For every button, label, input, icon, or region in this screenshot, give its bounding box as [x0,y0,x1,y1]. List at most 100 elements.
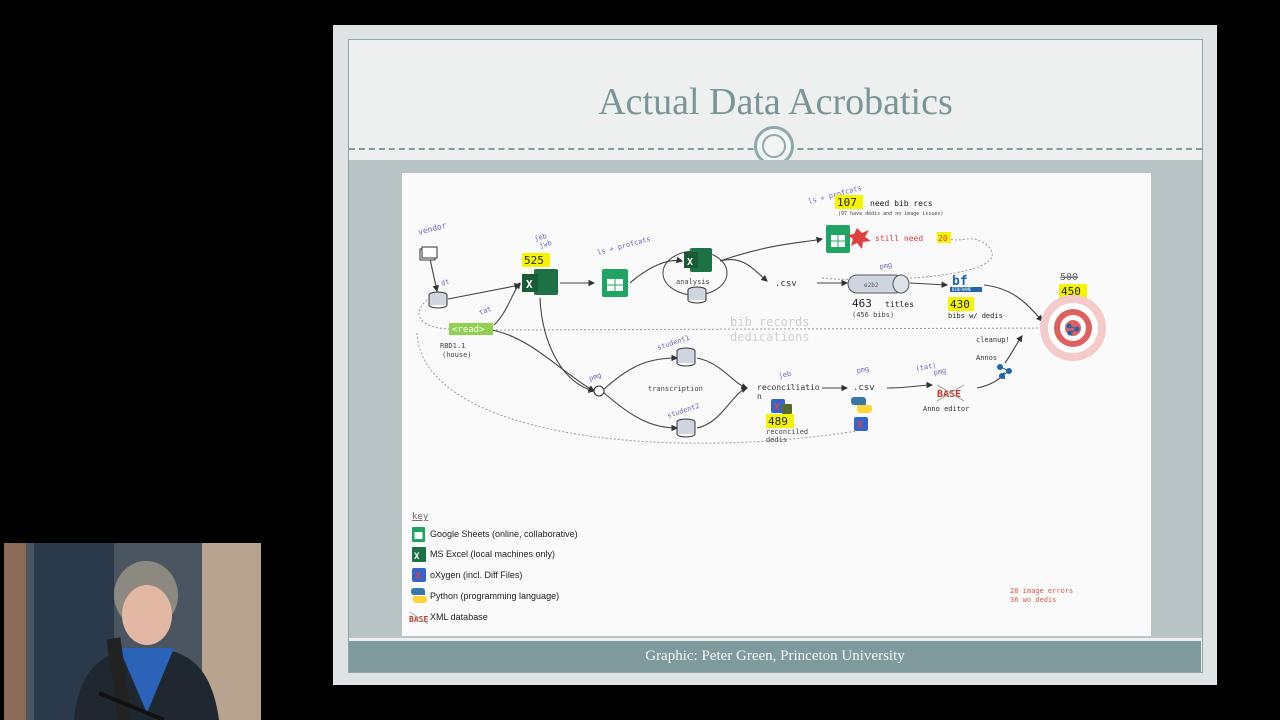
speaker-webcam [4,543,261,720]
need-bib-recs-label: need bib recs [870,199,933,208]
key-item-sheets: Google Sheets (online, collaborative) [412,527,578,542]
svg-text:X: X [774,402,780,413]
annos-label: Annos [976,354,997,362]
highlight-430 [948,297,974,311]
key-item-excel: X MS Excel (local machines only) [412,547,555,562]
database-icon [428,291,448,309]
speaker-face [122,585,172,645]
cleanup-label: cleanup! [976,336,1010,344]
count-525: 525 [524,254,544,267]
google-sheets-icon [412,527,425,542]
count-430: 430 [950,298,970,311]
pmg-label-4: pmg [933,367,947,377]
ls-profcats-label-1: ls + profcats [596,235,651,257]
highlight-489 [766,414,794,428]
tat-label: tat [478,305,493,317]
python-icon [411,588,427,603]
oxygen-icon: X [771,399,792,414]
flow-arrows [429,236,1043,432]
read-box [449,323,493,335]
bibs-456-label: (456 bibs) [852,311,894,319]
dedications-label: dedications [730,330,809,344]
basex-icon: BASE [409,611,428,625]
highlight-450 [1059,284,1087,298]
image-errors-label: 28 image errors [1010,587,1073,595]
svg-text:BASE: BASE [937,389,961,400]
transcription-label: transcription [648,385,703,393]
csv-label-2: .csv [853,383,875,393]
key-item-oxygen: X oXygen (incl. Diff Files) [412,568,522,582]
svg-text:X: X [414,552,420,562]
svg-text:MS Excel (local machines only): MS Excel (local machines only) [430,549,555,559]
dt-label: dt [440,277,451,287]
svg-text:BASE: BASE [409,615,428,624]
database-icon [676,418,696,438]
still-need-label: still need [875,234,923,243]
tat-paren-label: (tat) [915,361,937,373]
highlight-20 [937,232,951,243]
count-463: 463 [852,297,872,310]
dotted-connectors [416,238,1053,444]
slide-footer: Graphic: Peter Green, Princeton Universi… [349,641,1201,672]
pmg-label-3: pmg [856,365,870,375]
count-489: 489 [768,415,788,428]
bibs-w-dedis-label: bibs w/ dedis [948,312,1003,320]
svg-text:Python (programming language): Python (programming language) [430,591,559,601]
count-450: 450 [1061,285,1081,298]
basex-icon: BASE [936,384,965,402]
svg-text:BIBFRAME: BIBFRAME [952,287,972,292]
target-icon [1040,295,1106,361]
anno-editor-label: Anno editor [923,405,969,413]
svg-text:X: X [526,278,533,291]
student2-label: student2 [666,402,701,420]
svg-text:X: X [415,571,421,582]
analysis-label: analysis [676,278,710,286]
graph-node-icon [997,364,1012,379]
speaker-shirt [119,648,174,713]
svg-text:X: X [857,420,863,431]
svg-text:Google Sheets (online, collabo: Google Sheets (online, collaborative) [430,529,578,539]
bibframe-icon: bf BIBFRAME [950,274,982,292]
vendor-label: vendor [417,221,447,237]
junction-node [593,385,605,397]
oxygen-icon: X [412,568,426,582]
ms-excel-icon: X [684,248,712,272]
ms-excel-icon: X [522,269,558,295]
key-heading: key [412,512,429,522]
jeb-jwb-label: jebjwb [533,231,552,251]
alert-burst-icon [847,228,871,249]
highlight-107 [835,195,863,209]
count-20: 20 [938,234,948,243]
pmg-label-1: pmg [879,261,893,271]
read-box-label: <read> [452,325,485,335]
wo-dedis-label: 36 wo dedis [1010,596,1056,604]
svg-text:bf: bf [952,274,968,289]
workflow-diagram: vendor dt tat <read> RBD1.1(house) jebjw… [402,173,1151,636]
ring-ornament-icon [754,126,794,166]
rbd-label: RBD1.1(house) [440,342,472,359]
count-107: 107 [837,196,857,209]
highlight-525 [522,253,550,267]
ms-excel-icon: X [412,547,426,562]
key-item-python: Python (programming language) [411,588,559,603]
svg-text:oXygen (incl. Diff Files): oXygen (incl. Diff Files) [430,570,522,580]
titles-label: titles [885,300,914,309]
bib-records-label: bib records [730,315,809,329]
count-500: 500 [1060,272,1078,283]
google-sheets-icon [826,225,850,253]
key-item-basex: BASE XML database [409,611,488,625]
python-icon [851,397,872,413]
database-icon [687,286,707,304]
csv-label-1: .csv [775,279,797,289]
database-icon [676,347,696,367]
microphone [98,691,165,720]
google-sheets-icon [602,269,628,297]
svg-text:XML database: XML database [430,612,488,622]
need-note: (97 have dedis and no image issues) [838,211,943,217]
svg-text:X: X [687,257,693,268]
slide-title: Actual Data Acrobatics [598,81,953,123]
database-pipe-icon [847,274,910,294]
db-label: e2b2 [864,282,879,289]
